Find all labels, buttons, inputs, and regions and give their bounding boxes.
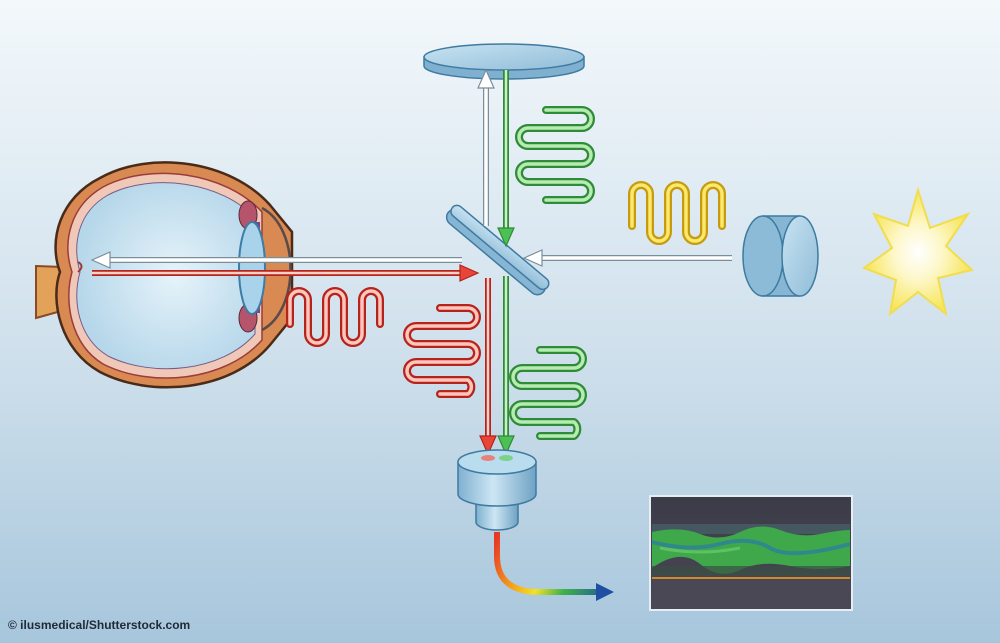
red-wave-left-icon [286,287,384,347]
detector-camera-icon [457,449,537,531]
sample-beam-return [92,264,480,282]
red-wave-center-icon [403,304,481,398]
sun-icon [861,186,975,317]
credit-text: © ilusmedical/Shutterstock.com [8,618,191,632]
oct-scan-image [649,495,853,611]
yellow-wave-icon [628,181,726,245]
reference-beam-return [497,70,515,248]
sample-beam-to-eye [90,251,462,269]
collimating-lens-icon [742,215,819,297]
green-wave-upper-icon [515,106,595,204]
signal-output-arrow [494,532,614,601]
reference-mirror-icon [423,43,585,80]
reference-beam-to-detector [497,276,515,456]
incoming-beam [522,249,732,267]
green-wave-lower-icon [509,346,587,440]
sample-beam-to-detector [479,278,497,456]
beam-splitter-icon [445,204,550,296]
reference-beam-up [477,68,495,226]
